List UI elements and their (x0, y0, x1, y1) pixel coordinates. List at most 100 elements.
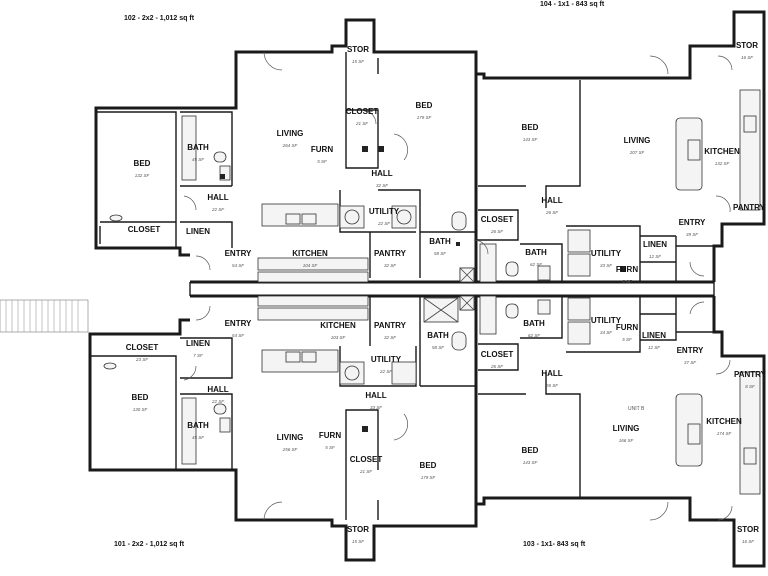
room-label: BATH (427, 331, 449, 340)
room-pantry-l2: PANTRY 32 SF (374, 321, 407, 340)
room-area: 5 SF (325, 445, 335, 450)
unit-b-tag: UNIT B (628, 406, 645, 412)
room-label: LINEN (643, 240, 667, 249)
room-area: 179 SF (421, 475, 436, 480)
room-label: HALL (207, 385, 228, 394)
exterior-walls (88, 10, 766, 568)
room-entry-l2: ENTRY 54 SF (225, 319, 252, 338)
room-label: BED (134, 159, 151, 168)
unit-104-label: 104 - 1x1 - 843 sq ft (540, 1, 605, 8)
room-area: 62 SF (528, 333, 540, 338)
room-pantry-br: PANTRY 8 SF (734, 370, 767, 389)
room-label: HALL (541, 196, 562, 205)
room-label: PANTRY (733, 203, 766, 212)
room-area: 21 SF (355, 121, 368, 126)
room-label: HALL (365, 391, 386, 400)
room-area: 179 SF (417, 115, 432, 120)
room-label: CLOSET (481, 215, 514, 224)
room-bed-tc: BED 179 SF (416, 101, 433, 120)
fixtures (103, 89, 761, 495)
room-area: 7 SF (193, 353, 203, 358)
room-label: PANTRY (734, 370, 767, 379)
room-entry-tr: ENTRY 39 SF (679, 218, 706, 237)
room-area: 174 SF (717, 431, 732, 436)
room-area: 32 SF (384, 335, 396, 340)
room-label: BED (416, 101, 433, 110)
room-label: ENTRY (225, 319, 252, 328)
room-area: 5 SF (622, 279, 632, 284)
room-area: 264 SF (282, 143, 298, 148)
room-area: 39 SF (686, 232, 698, 237)
room-label: BED (420, 461, 437, 470)
room-label: KITCHEN (704, 147, 740, 156)
room-area: 58 SF (434, 251, 446, 256)
room-area: 26 SF (545, 383, 558, 388)
room-label: ENTRY (679, 218, 706, 227)
room-label: UTILITY (371, 355, 402, 364)
room-area: 22 SF (377, 221, 390, 226)
room-label: LIVING (624, 136, 651, 145)
room-area: 32 SF (376, 183, 388, 188)
door-swings (183, 51, 733, 521)
room-area: 26 SF (545, 210, 558, 215)
room-label: BED (522, 123, 539, 132)
room-label: STOR (736, 41, 758, 50)
room-label: ENTRY (225, 249, 252, 258)
room-label: LINEN (642, 331, 666, 340)
room-area: 12 SF (649, 254, 661, 259)
room-area: 12 SF (648, 345, 660, 350)
room-label: KITCHEN (320, 321, 356, 330)
room-label: CLOSET (126, 343, 159, 352)
room-area: 21 SF (359, 469, 372, 474)
room-label: BATH (187, 421, 209, 430)
room-hall-br: HALL 26 SF (541, 369, 562, 388)
unit-102-label: 102 - 2x2 - 1,012 sq ft (124, 15, 195, 22)
room-label: STOR (737, 525, 759, 534)
room-area: 8 SF (745, 384, 755, 389)
room-label: HALL (541, 369, 562, 378)
room-area: 22 SF (211, 207, 224, 212)
room-label: STOR (347, 525, 369, 534)
room-area: 32 SF (384, 263, 396, 268)
room-label: FURN (311, 145, 333, 154)
room-area: 54 SF (232, 333, 244, 338)
room-label: LINEN (186, 227, 210, 236)
room-label: KITCHEN (706, 417, 742, 426)
room-label: FURN (616, 265, 638, 274)
room-area: 132 SF (135, 173, 150, 178)
room-label: KITCHEN (292, 249, 328, 258)
room-label: CLOSET (128, 225, 161, 234)
room-label: BED (522, 446, 539, 455)
room-pantry-tr: PANTRY (733, 203, 766, 212)
room-area: 58 SF (432, 345, 444, 350)
room-hall-l2: HALL 22 SF (207, 385, 228, 404)
room-area: 22 SF (211, 399, 224, 404)
room-area: 5 SF (317, 159, 327, 164)
room-label: BATH (523, 319, 545, 328)
room-kitchen-br: KITCHEN 174 SF (706, 417, 742, 436)
room-area: 166 SF (619, 438, 634, 443)
exterior-stair (0, 299, 89, 333)
room-label: PANTRY (374, 321, 407, 330)
